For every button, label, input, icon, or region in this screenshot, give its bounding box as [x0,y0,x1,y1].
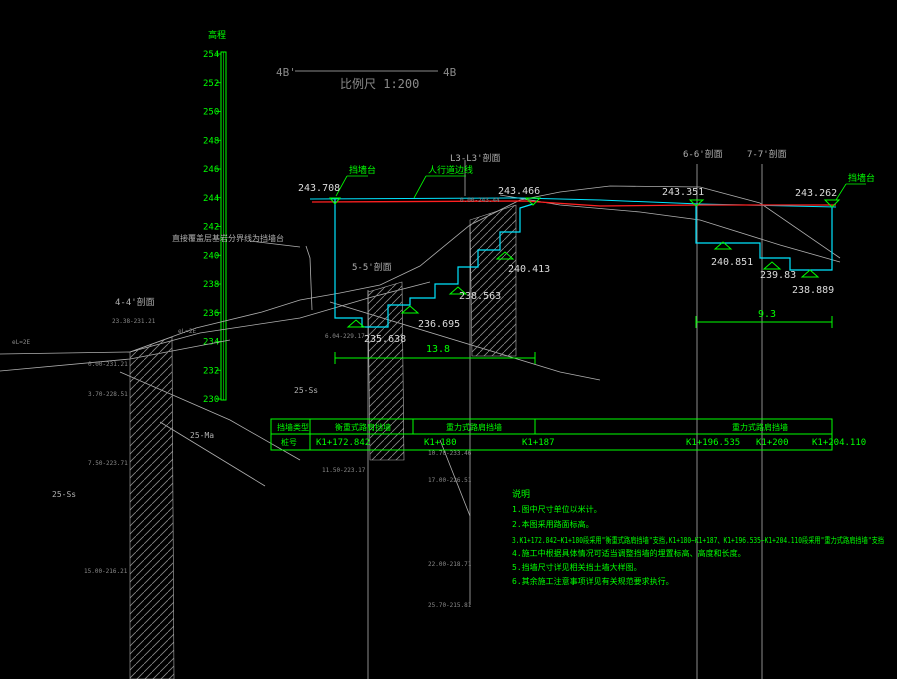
table-chainage-3: K1+187 [522,438,555,448]
soil-label-b: 25-Ma [190,431,214,440]
elev-238-563: 238.563 [459,291,501,302]
soil-label-a: 25-Ss [294,386,318,395]
small-label-11: 22.00-218.71 [428,561,472,568]
small-labels: 23.38-231.21 0.00-231.21 3.70-228.51 7.5… [12,197,500,609]
table-row1-head: 挡墙类型 [277,422,309,432]
elev-243-262: 243.262 [795,188,837,199]
section-3-3-label: L3-L3'剖面 [450,152,501,164]
road-edge-tag: 人行道边线 [428,164,473,176]
small-label-10: 17.00-226.51 [428,477,472,484]
section-7-7-label: 7-7'剖面 [747,148,787,160]
table-row1-col3: 重力式路肩挡墙 [732,422,788,432]
note-1: 1.图中尺寸单位以米计。 [512,504,602,514]
elev-238-889: 238.889 [792,285,834,296]
dimension-13-8: 13.8 [426,344,450,355]
scale-bar: 4B' 4B 比例尺 1:200 [276,66,457,91]
small-label-6: 6.04-229.17 [325,333,365,340]
section-labels: 4-4'剖面 5-5'剖面 L3-L3'剖面 6-6'剖面 7-7'剖面 [115,148,787,308]
section-4-4-label: 4-4'剖面 [115,296,155,308]
ruler-tick-label: 242 [203,223,219,233]
scale-left-label: 4B' [276,66,296,79]
ruler-tick-label: 230 [203,395,219,405]
right-wall-tag: 挡墙台 [848,172,875,184]
note-2: 2.本图采用路面标高。 [512,519,594,529]
soil-label-c: 25-Ss [52,490,76,499]
elev-243-708: 243.708 [298,183,340,194]
note-6: 6.其余施工注意事项详见有关规范要求执行。 [512,576,674,586]
elev-235-638: 235.638 [364,334,406,345]
notes-title: 说明 [512,488,530,500]
table-row1-col1: 衡重式路肩挡墙 [335,422,391,432]
table-chainage-4: K1+196.535 [686,438,740,448]
elevation-values: 243.708 243.466 243.351 243.262 240.413 … [298,183,837,345]
small-label-7: 11.50-223.17 [322,467,366,474]
elev-243-351: 243.351 [662,187,704,198]
scale-ratio-text: 比例尺 1:200 [340,77,419,91]
small-label-9: 10.70-233.46 [428,450,472,457]
scale-right-label: 4B [443,66,457,79]
small-label-2: 0.00-231.21 [88,361,128,368]
elevation-markers [328,197,841,328]
table-row2-head: 桩号 [281,437,297,447]
ruler-tick-label: 254 [203,50,219,60]
ruler-tick-label: 240 [203,251,219,261]
small-label-14: eL=2E [178,328,196,335]
ruler-tick-label: 252 [203,79,219,89]
notes-block: 说明 1.图中尺寸单位以米计。 2.本图采用路面标高。 3.K1+172.842… [512,488,884,586]
section-6-6-label: 6-6'剖面 [683,148,723,160]
small-label-1: 23.38-231.21 [112,318,156,325]
ruler-tick-label: 234 [203,338,219,348]
elev-243-466: 243.466 [498,186,540,197]
ground-profile [0,160,841,679]
dimension-lines [334,316,833,364]
ruler-tick-label: 250 [203,108,219,118]
hatched-columns [129,204,517,679]
small-label-8: 0.00-243.44 [460,197,500,204]
table-chainage-1: K1+172.842 [316,438,370,448]
elev-236-695: 236.695 [418,319,460,330]
ruler-tick-label: 232 [203,366,219,376]
table-row1-col2: 重力式路肩挡墙 [446,422,502,432]
ruler-tick-label: 236 [203,309,219,319]
note-5: 5.挡墙尺寸详见相关挡土墙大样图。 [512,562,642,572]
retaining-wall-right [695,205,833,271]
annotations: 挡墙台 人行道边线 挡墙台 直接覆盖层基岩分界线为挡墙台 [172,164,875,243]
small-label-12: 25.70-215.81 [428,602,472,609]
elev-240-413: 240.413 [508,264,550,275]
leader-note: 直接覆盖层基岩分界线为挡墙台 [172,233,284,243]
table-chainage-6: K1+204.110 [812,438,866,448]
note-4: 4.施工中根据具体情况可适当调整挡墙的埋置标高、高度和长度。 [512,548,746,558]
road-surface [309,197,837,208]
ruler-tick-label: 238 [203,280,219,290]
ruler-tick-label: 248 [203,136,219,146]
small-label-5: 15.00-216.21 [84,568,128,575]
elevation-ruler-title: 高程 [208,29,226,41]
table-chainage-2: K1+180 [424,438,457,448]
section-5-5-label: 5-5'剖面 [352,261,392,273]
ruler-tick-label: 246 [203,165,219,175]
elevation-ruler: 高程 2542522502482462442422402382362342322… [203,29,227,405]
wall-type-table: 挡墙类型 衡重式路肩挡墙 重力式路肩挡墙 重力式路肩挡墙 桩号 K1+172.8… [270,418,866,451]
left-wall-tag: 挡墙台 [349,164,376,176]
note-3: 3.K1+172.842~K1+180段采用"衡重式路肩挡墙"支挡,K1+180… [512,535,884,545]
elev-240-851: 240.851 [711,257,753,268]
small-label-13: eL=2E [12,339,30,346]
soil-labels: 25-Ss 25-Ma 25-Ss [52,386,318,499]
small-label-3: 3.70-228.51 [88,391,128,398]
small-label-4: 7.50-223.71 [88,460,128,467]
elev-239-83: 239.83 [760,270,796,281]
dimension-9-3: 9.3 [758,309,776,320]
table-chainage-5: K1+200 [756,438,789,448]
ruler-tick-label: 244 [203,194,219,204]
elevation-ruler-ticks: 254 252 250 248 246 244 242 240 238 236 234 232 230 [203,50,221,405]
